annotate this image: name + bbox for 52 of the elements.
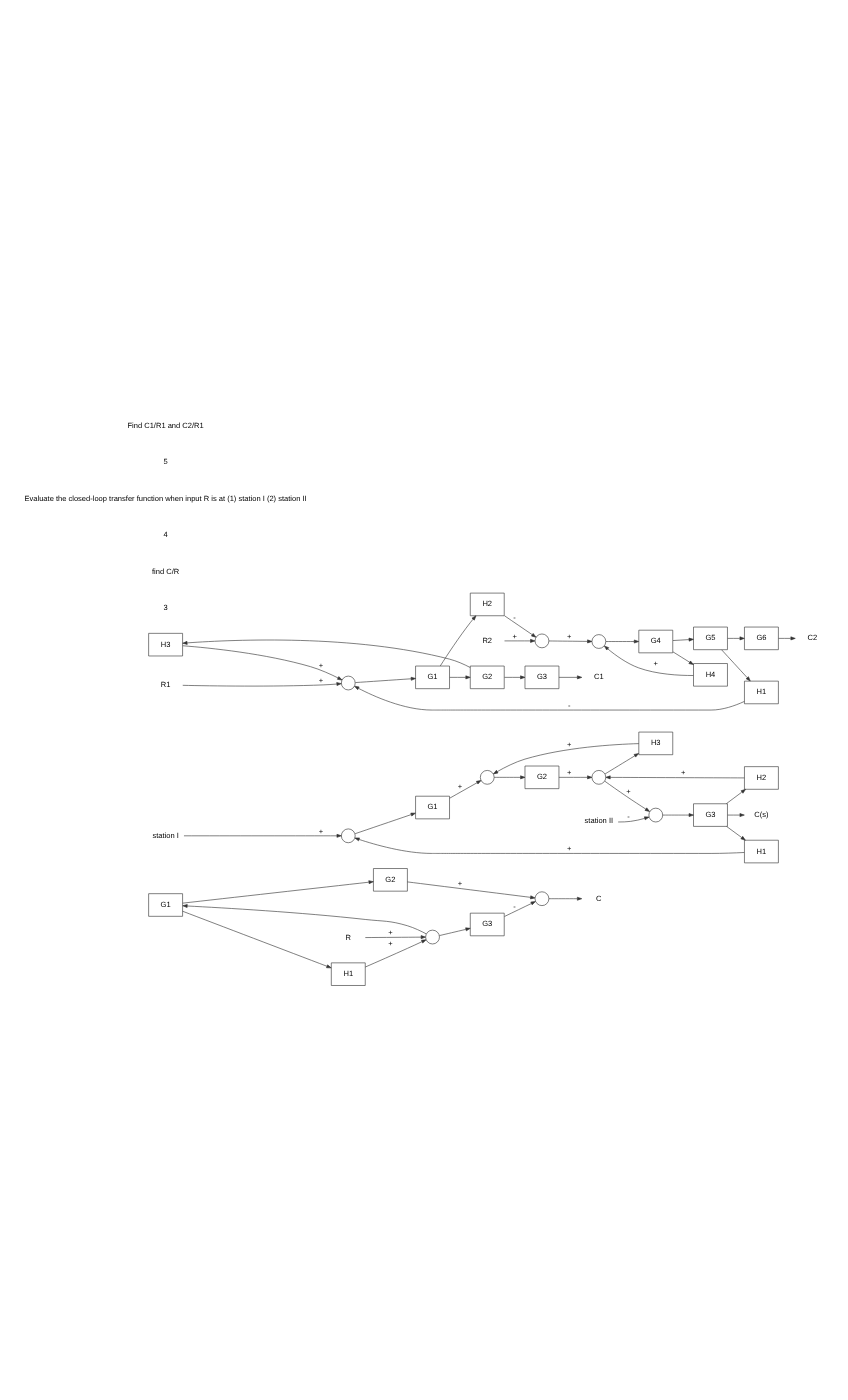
node-circle: [590, 770, 606, 785]
arrow: [547, 896, 582, 901]
arrow: [181, 639, 470, 668]
arrow: [726, 813, 744, 817]
arrow: [661, 813, 693, 817]
node-circle: [340, 675, 355, 691]
arrow: [181, 904, 426, 935]
arrow: [503, 615, 536, 638]
arrow: [448, 675, 470, 680]
arrow: [720, 649, 750, 682]
arrow: [182, 833, 341, 838]
arrow: [492, 775, 525, 780]
arrow: [547, 639, 592, 644]
node-circle: [340, 828, 355, 844]
arrow: [364, 935, 425, 939]
arrow: [492, 743, 639, 775]
arrow: [604, 775, 744, 780]
arrow: [181, 910, 331, 969]
arrow: [364, 939, 426, 968]
arrow: [671, 651, 693, 665]
arrow: [557, 775, 592, 780]
arrow: [616, 816, 649, 823]
arrow: [603, 645, 693, 676]
arrow: [725, 826, 745, 841]
arrow: [353, 812, 415, 834]
node-circle: [533, 891, 549, 906]
arrow: [503, 901, 535, 917]
node-circle: [533, 633, 549, 649]
arrow: [603, 753, 638, 775]
arrow: [503, 675, 525, 680]
arrow: [181, 880, 373, 904]
arrow: [603, 780, 649, 812]
arrow: [353, 837, 744, 854]
arrow: [448, 780, 481, 799]
arrow: [777, 636, 795, 641]
arrow: [353, 685, 744, 711]
arrow: [671, 637, 693, 642]
arrow: [503, 639, 535, 643]
arrow: [726, 636, 744, 641]
arrow: [181, 645, 342, 681]
arrow: [438, 615, 476, 667]
arrow: [604, 639, 638, 644]
arrow: [181, 682, 341, 687]
arrow: [354, 676, 415, 683]
node-circle: [647, 807, 662, 823]
arrow: [438, 927, 470, 936]
node-circle: [424, 929, 439, 945]
arrow: [724, 789, 745, 805]
node-circle: [590, 634, 606, 649]
arrow: [406, 881, 535, 900]
arrow: [557, 675, 582, 680]
node-circle: [479, 770, 494, 785]
